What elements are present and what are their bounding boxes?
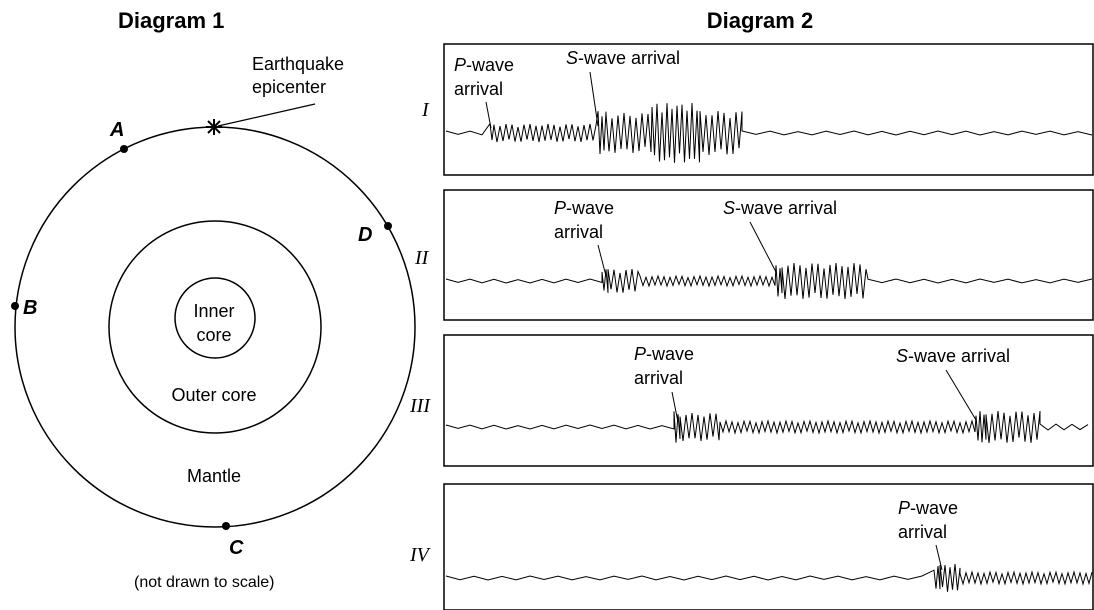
row-i-p-wave-label: P-wave — [454, 55, 514, 75]
row-iii-s-wave-pointer — [945, 369, 977, 421]
outer-core-boundary — [108, 220, 322, 434]
inner-core-label-line2: core — [196, 325, 231, 345]
station-a-dot — [120, 145, 128, 153]
row-iii-s-wave-label: S-wave arrival — [896, 346, 1010, 366]
row-ii-p-wave-label: P-wave — [554, 198, 614, 218]
row-i-s-wave-pointer — [589, 71, 599, 127]
station-c-label: C — [229, 537, 244, 559]
seismogram-iv-frame — [443, 483, 1094, 610]
row-iii-label: III — [409, 395, 431, 417]
mantle-label: Mantle — [187, 466, 241, 486]
row-iii-p-wave-pointer — [671, 391, 679, 423]
outer-core-label: Outer core — [171, 385, 256, 405]
row-ii-s-wave-label: S-wave arrival — [723, 198, 837, 218]
row-ii-s-wave-pointer — [749, 221, 777, 273]
seismogram-i-frame — [443, 43, 1094, 176]
epicenter-label-line2: epicenter — [252, 77, 326, 97]
row-iii-p-wave-label-line2: arrival — [634, 368, 683, 388]
station-b-dot — [11, 302, 19, 310]
station-c-dot — [222, 522, 230, 530]
row-iv-p-wave-label-line2: arrival — [898, 522, 947, 542]
station-d-dot — [384, 222, 392, 230]
epicenter-star-icon — [206, 119, 222, 135]
row-iv-label: IV — [409, 544, 432, 566]
row-iv-p-wave-pointer — [935, 544, 943, 571]
station-b-label: B — [23, 297, 37, 319]
seismogram-ii-frame — [443, 189, 1094, 321]
row-ii-p-wave-pointer — [597, 244, 607, 277]
station-a-label: A — [109, 119, 124, 141]
row-ii-p-wave-label-line2: arrival — [554, 222, 603, 242]
inner-core-boundary — [174, 277, 256, 359]
row-i-p-wave-pointer — [485, 101, 492, 129]
inner-core-label-line1: Inner — [193, 301, 234, 321]
seismogram-ii-trace — [445, 262, 1093, 300]
not-to-scale-note: (not drawn to scale) — [134, 574, 275, 591]
station-d-label: D — [358, 224, 372, 246]
diagram2-title: Diagram 2 — [707, 8, 813, 33]
epicenter-label-line1: Earthquake — [252, 54, 344, 74]
diagram1-title: Diagram 1 — [118, 8, 224, 33]
row-iii-p-wave-label: P-wave — [634, 344, 694, 364]
row-i-label: I — [421, 99, 430, 121]
row-i-p-wave-label-line2: arrival — [454, 79, 503, 99]
seismogram-iv-trace — [445, 563, 1093, 592]
row-ii-label: II — [414, 247, 430, 269]
seismogram-iii-frame — [443, 334, 1094, 467]
seismogram-iii-trace — [445, 410, 1089, 444]
row-iv-p-wave-label: P-wave — [898, 498, 958, 518]
row-i-s-wave-label: S-wave arrival — [566, 48, 680, 68]
epicenter-leader-line — [217, 103, 316, 127]
seismogram-i-trace — [445, 102, 1093, 163]
